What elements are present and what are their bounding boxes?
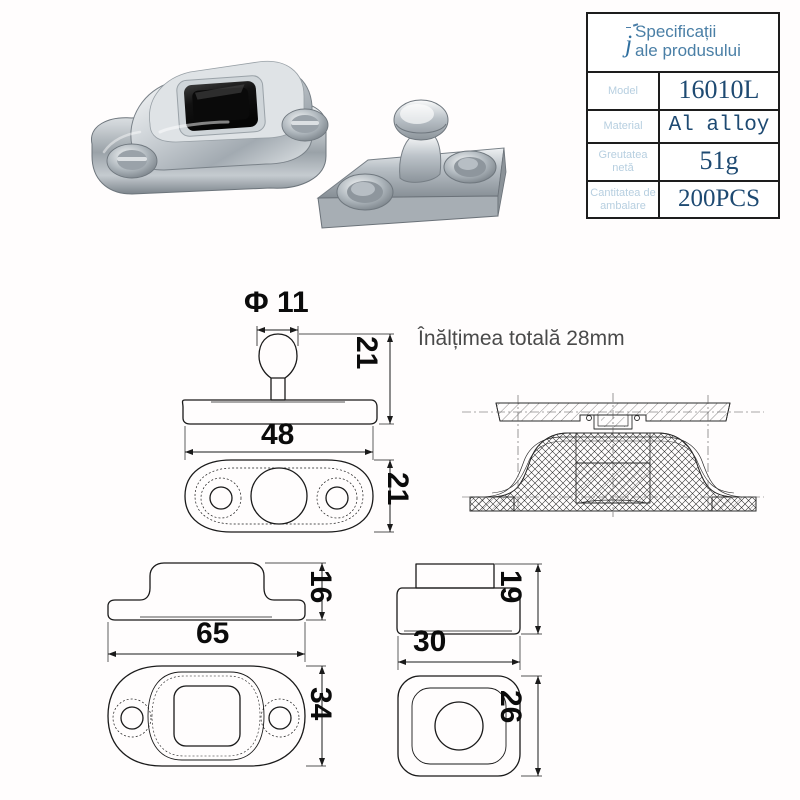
spec-table-title: Specificații ale produsului xyxy=(635,22,741,60)
dim-knob-diameter: Φ 11 xyxy=(244,286,309,319)
total-height-note: Înălțimea totală 28mm xyxy=(418,327,625,350)
table-row: Model 16010L xyxy=(588,73,778,111)
drawing-striker-front-and-plan xyxy=(175,300,435,550)
drawing-catch-side-and-plan xyxy=(100,558,380,783)
spec-label-package-qty: Cantitatea de ambalare xyxy=(588,182,660,218)
product-photo xyxy=(60,28,530,268)
drawing-striker-block-side-and-plan xyxy=(396,558,618,783)
spec-title-line1: Specificații xyxy=(635,22,717,42)
dim-catch-height: 16 xyxy=(304,570,337,604)
spec-label-net-weight: Greutatea netă xyxy=(588,144,660,180)
spec-value-package-qty: 200PCS xyxy=(678,185,760,213)
dim-striker-height: 21 xyxy=(350,336,383,370)
spec-value-material: Al alloy xyxy=(668,114,770,137)
decorative-mark-icon: j xyxy=(625,22,639,57)
table-row: Greutatea netă 51g xyxy=(588,144,778,182)
dim-catch-width: 34 xyxy=(304,687,337,721)
photo-striker-plate xyxy=(316,99,507,229)
spec-table-header: j Specificații ale produsului xyxy=(588,14,778,73)
dim-striker-block-width: 30 xyxy=(413,625,447,658)
spec-value-net-weight: 51g xyxy=(699,146,739,175)
spec-label-material: Material xyxy=(588,111,660,142)
dim-catch-length: 65 xyxy=(196,617,230,650)
table-row: Material Al alloy xyxy=(588,111,778,144)
dim-striker-block-height: 19 xyxy=(494,570,527,604)
dim-striker-block-depth: 26 xyxy=(494,690,527,724)
spec-title-line2: ale produsului xyxy=(635,41,741,60)
dim-plate-width: 21 xyxy=(381,472,414,506)
photo-catch-body xyxy=(91,60,329,195)
spec-label-model: Model xyxy=(588,73,660,109)
table-row: Cantitatea de ambalare 200PCS xyxy=(588,182,778,218)
spec-value-model: 16010L xyxy=(678,75,760,104)
dim-plate-length: 48 xyxy=(261,418,295,451)
drawing-cross-section xyxy=(458,385,768,520)
specification-table: j Specificații ale produsului Model 1601… xyxy=(586,12,780,220)
